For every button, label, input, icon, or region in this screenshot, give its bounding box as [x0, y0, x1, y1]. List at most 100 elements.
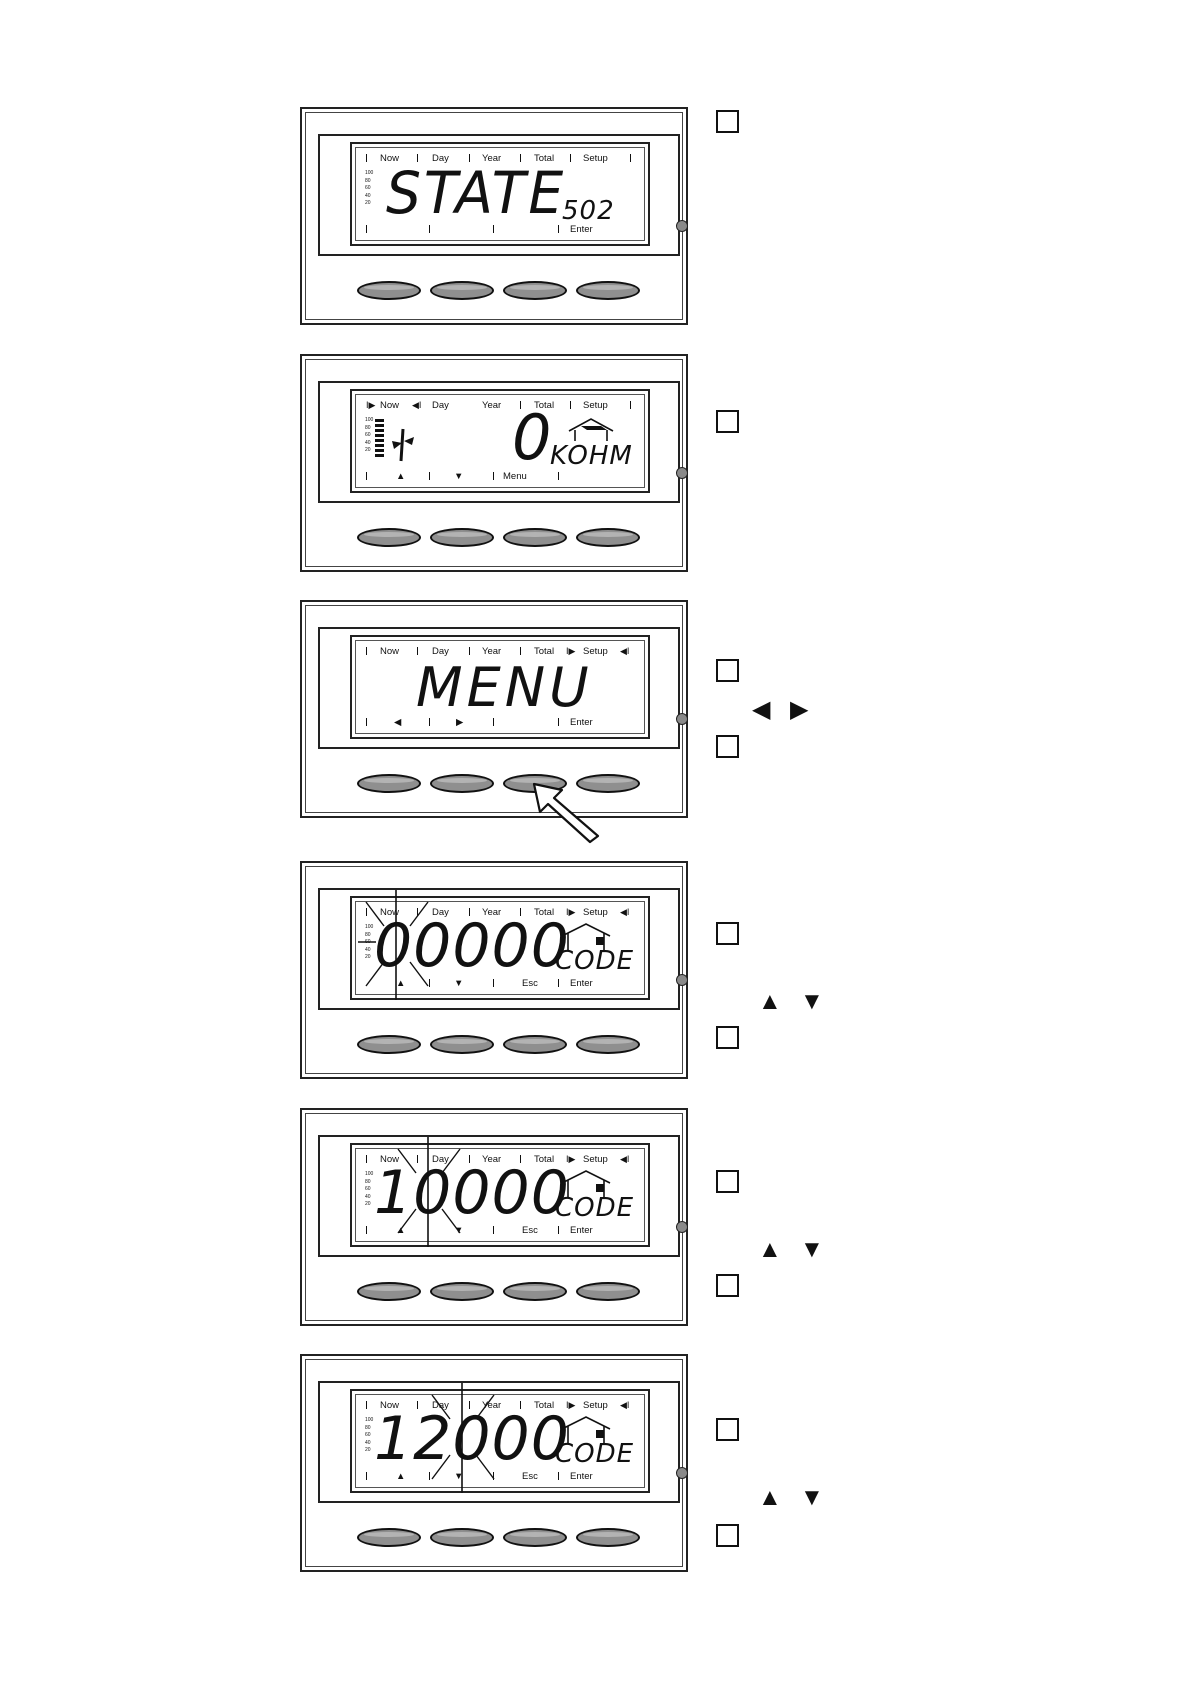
display-panel-code-2: Now Day Year Total I▶ Setup ◀I 100 80 60…: [300, 1108, 688, 1326]
key-4-button[interactable]: [576, 281, 640, 300]
label-enter: Enter: [570, 1225, 593, 1236]
key-1-button[interactable]: [357, 1035, 421, 1054]
step-checkbox-icon[interactable]: [716, 735, 739, 758]
lcd-top-labels: I▶ Now ◀I Day Year Total Setup: [366, 400, 636, 414]
down-arrow-icon: ▼: [800, 1484, 824, 1511]
label-day: Day: [432, 400, 449, 411]
panel-frame: [305, 866, 683, 1074]
sub-display-text: CODE: [555, 946, 635, 976]
display-bezel: Now Day Year Total I▶ Setup ◀I MENU ◀ ▶ …: [318, 627, 688, 749]
label-setup: Setup: [583, 1400, 608, 1411]
label-setup: Setup: [583, 646, 608, 657]
key-3-button[interactable]: [503, 1035, 567, 1054]
key-4-button[interactable]: [576, 1282, 640, 1301]
key-3-button[interactable]: [503, 1282, 567, 1301]
lcd-screen: Now Day Year Total I▶ Setup ◀I 100 80 60…: [350, 1137, 650, 1247]
label-enter: Enter: [570, 717, 593, 728]
step-checkbox-icon[interactable]: [716, 1170, 739, 1193]
label-total: Total: [534, 1154, 555, 1165]
step-checkbox-icon[interactable]: [716, 110, 739, 133]
bar-graph-icon: [375, 419, 384, 457]
label-now: Now: [380, 1154, 400, 1165]
display-panel-state: Now Day Year Total Setup 100 80 60 40 20…: [300, 107, 688, 325]
key-4-button[interactable]: [576, 1528, 640, 1547]
label-now: Now: [380, 646, 400, 657]
main-display-text: 00000: [374, 911, 570, 981]
label-year: Year: [482, 153, 502, 164]
key-2-button[interactable]: [430, 281, 494, 300]
label-now: Now: [380, 400, 400, 411]
label-year: Year: [482, 646, 502, 657]
label-day: Day: [432, 646, 449, 657]
flashing-digit-indicator-icon: [358, 890, 429, 1000]
label-year: Year: [482, 1154, 502, 1165]
lcd-top-labels: Now Day Year Total I▶ Setup ◀I: [366, 646, 636, 660]
key-2-button[interactable]: [430, 1282, 494, 1301]
key-2-button[interactable]: [430, 528, 494, 547]
key-1-button[interactable]: [357, 774, 421, 793]
flashing-digit-indicator-icon: [397, 1137, 461, 1247]
step-checkbox-icon[interactable]: [716, 659, 739, 682]
house-icon: [561, 1170, 611, 1197]
lcd-screen: Now Day Year Total I▶ Setup ◀I 100 80 60…: [350, 1383, 650, 1493]
label-year: Year: [482, 907, 502, 918]
lcd-bottom-labels: ◀ ▶ Enter: [366, 717, 636, 731]
label-setup: Setup: [583, 907, 608, 918]
key-2-button[interactable]: [430, 1528, 494, 1547]
panel-frame: [305, 359, 683, 567]
lcd-screen: Now Day Year Total I▶ Setup ◀I 100 80 60…: [350, 890, 650, 1000]
key-3-button[interactable]: [503, 281, 567, 300]
power-scale: 100 80 60 40 20: [365, 1171, 374, 1207]
display-bezel: Now Day Year Total I▶ Setup ◀I 100 80 60…: [318, 1381, 688, 1503]
label-total: Total: [534, 400, 555, 411]
key-3-button[interactable]: [503, 528, 567, 547]
display-panel-code-3: Now Day Year Total I▶ Setup ◀I 100 80 60…: [300, 1354, 688, 1572]
up-arrow-icon: ▲: [758, 988, 782, 1015]
key-4-button[interactable]: [576, 774, 640, 793]
label-left: ◀: [394, 717, 402, 728]
step-checkbox-icon[interactable]: [716, 1524, 739, 1547]
sub-display-text: 502: [562, 196, 615, 226]
right-arrow-icon: ▶: [790, 696, 809, 723]
label-enter: Enter: [570, 224, 593, 235]
step-checkbox-icon[interactable]: [716, 922, 739, 945]
key-3-button[interactable]: [503, 1528, 567, 1547]
key-2-button[interactable]: [430, 1035, 494, 1054]
label-now: Now: [380, 907, 400, 918]
panel-frame: [305, 112, 683, 320]
display-panel-menu: Now Day Year Total I▶ Setup ◀I MENU ◀ ▶ …: [300, 600, 688, 844]
key-1-button[interactable]: [357, 281, 421, 300]
key-4-button[interactable]: [576, 528, 640, 547]
lcd-top-labels: Now Day Year Total I▶ Setup ◀I: [366, 907, 636, 921]
label-year: Year: [482, 400, 502, 411]
step-checkbox-icon[interactable]: [716, 410, 739, 433]
step-checkbox-icon[interactable]: [716, 1026, 739, 1049]
step-checkbox-icon[interactable]: [716, 1418, 739, 1441]
main-display-text: 0: [512, 401, 555, 474]
lcd-bottom-labels: ▲ ▼ Esc Enter: [366, 978, 636, 992]
key-1-button[interactable]: [357, 1528, 421, 1547]
main-display-text: STATE: [386, 159, 566, 227]
display-panel-resistance: I▶ Now ◀I Day Year Total Setup 100 80 60…: [300, 354, 688, 572]
left-arrow-icon: ◀: [752, 696, 771, 723]
power-scale: 100 80 60 40 20: [365, 417, 374, 453]
key-1-button[interactable]: [357, 1282, 421, 1301]
sub-display-text: CODE: [555, 1439, 635, 1469]
main-display-text: 10000: [374, 1158, 570, 1228]
label-day: Day: [432, 1154, 449, 1165]
label-day: Day: [432, 907, 449, 918]
led-icon: [676, 713, 688, 725]
key-4-button[interactable]: [576, 1035, 640, 1054]
label-enter: Enter: [570, 978, 593, 989]
power-scale: 100 80 60 40 20: [365, 170, 374, 206]
lcd-bottom-labels: ▲ ▼ Esc Enter: [366, 1471, 636, 1485]
sub-display-text: KOHM: [550, 441, 633, 471]
label-total: Total: [534, 646, 555, 657]
key-2-button[interactable]: [430, 774, 494, 793]
label-now: Now: [380, 153, 400, 164]
key-1-button[interactable]: [357, 528, 421, 547]
panel-frame: [305, 605, 683, 813]
label-esc: Esc: [522, 978, 538, 989]
step-checkbox-icon[interactable]: [716, 1274, 739, 1297]
label-total: Total: [534, 153, 555, 164]
